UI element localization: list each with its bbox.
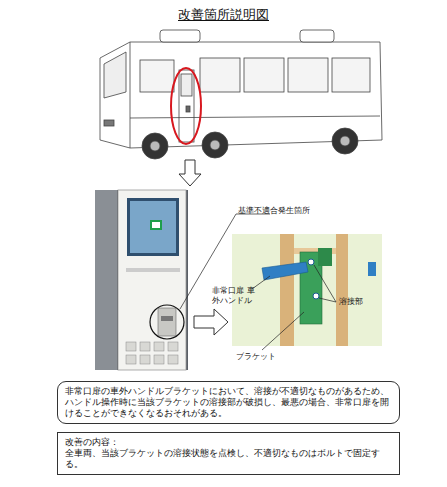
- down-arrow: [179, 160, 201, 186]
- note-text: 改善の内容：: [65, 437, 392, 448]
- diagram-title: 改善箇所説明図: [0, 6, 447, 24]
- callout-label: 基準不適合発生箇所: [238, 206, 328, 216]
- callout-label: 非常口扉 車外ハンドル: [212, 286, 262, 305]
- note-box: 改善の内容：全車両、当該ブラケットの溶接状態を点検し、不適切なものはボルトで固定…: [57, 432, 400, 475]
- right-arrow: [194, 309, 228, 335]
- note-text: 非常口扉の車外ハンドルブラケットにおいて、溶接が不適切なものがあるため、ハンドル…: [65, 386, 392, 419]
- callout-label: ブラケット: [236, 352, 296, 362]
- note-box: 非常口扉の車外ハンドルブラケットにおいて、溶接が不適切なものがあるため、ハンドル…: [57, 381, 400, 424]
- note-text: 全車両、当該ブラケットの溶接状態を点検し、不適切なものはボルトで固定する。: [65, 448, 392, 470]
- highlight-ellipse: [171, 68, 201, 144]
- door-photo: [95, 190, 188, 370]
- callout-label: 溶接部: [339, 297, 379, 307]
- leader-lines: [180, 214, 336, 350]
- bus-drawing: [100, 30, 382, 159]
